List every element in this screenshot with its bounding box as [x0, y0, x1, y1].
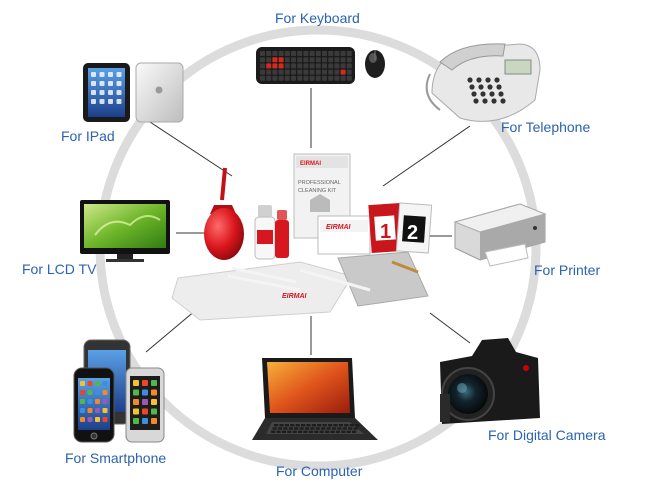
label-computer: For Computer [276, 463, 363, 479]
wet-dry-tissues: 1 2 [368, 202, 433, 254]
microfiber-cloth [171, 261, 353, 321]
ipad-icon [83, 62, 184, 123]
label-digital-camera: For Digital Camera [488, 427, 606, 443]
tissue-brand: EIRMAI [326, 224, 352, 231]
telephone-icon [425, 43, 541, 122]
laptop-icon [252, 358, 378, 440]
cloth-logo: EIRMAI [282, 293, 308, 300]
tissue-number-2: 2 [407, 222, 418, 244]
air-blower [204, 167, 244, 260]
label-lcd-tv: For LCD TV [22, 261, 97, 277]
spray-bottle [254, 205, 276, 260]
box-line1: PROFESSIONAL [298, 180, 341, 186]
label-smartphone: For Smartphone [65, 450, 167, 466]
cleaning-tissue-packet: EIRMAI [317, 215, 371, 255]
cleaning-swabs [227, 266, 371, 292]
box-line2: CLEANING KIT [298, 188, 337, 194]
label-telephone: For Telephone [501, 119, 591, 135]
cleaning-brush [391, 260, 419, 274]
smartphone-icon [73, 339, 165, 443]
tissue-number-1: 1 [380, 221, 391, 243]
cleaning-kit: EIRMAI EIRMAI PROFESSIONAL [171, 153, 433, 321]
keyboard-icon [256, 47, 355, 84]
label-printer: For Printer [534, 262, 601, 278]
label-ipad: For IPad [61, 128, 115, 144]
microfiber-cloth-grey [337, 251, 429, 307]
mouse-icon [365, 50, 385, 78]
printer-icon [453, 203, 547, 267]
label-keyboard: For Keyboard [275, 10, 360, 26]
box-brand: EIRMAI [300, 161, 321, 167]
spray-bottle-small [275, 210, 289, 258]
camera-icon [440, 338, 540, 424]
lcd-tv-icon [80, 200, 170, 262]
